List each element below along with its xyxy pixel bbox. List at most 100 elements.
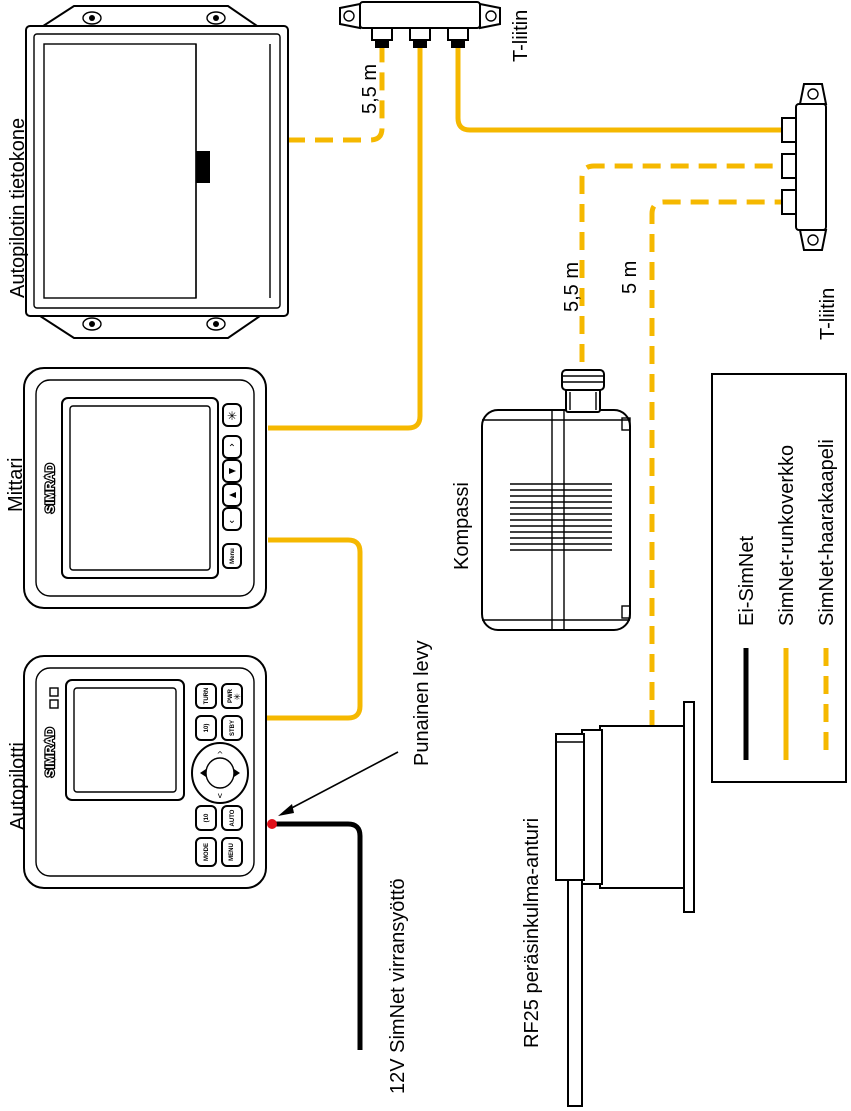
autopilot-bezel <box>35 667 255 877</box>
button-frame[interactable] <box>195 805 217 831</box>
t-plug <box>375 40 389 48</box>
t-port <box>409 27 431 41</box>
label-autopilot: Autopilotti <box>7 742 29 830</box>
power-cable <box>272 821 363 1050</box>
mount-slot <box>206 11 226 25</box>
display-logo: SIMRAD <box>42 462 58 515</box>
drop-cable-rudder-sensor <box>649 199 782 728</box>
arrow-right-icon <box>234 769 240 777</box>
t-port <box>781 189 797 215</box>
compass-unit <box>481 369 631 631</box>
drop-cable-computer <box>287 44 385 143</box>
chevron-up-icon: ^ <box>217 750 224 759</box>
display-unit: SIMRAD ✳ ⌃ ⌄ Menu <box>23 367 267 609</box>
labels: Autopilotin tietokone T-liitin 5,5 m T-l… <box>5 10 839 1094</box>
computer-inner-frame <box>33 33 281 309</box>
red-plate-dot <box>267 819 277 829</box>
t-port <box>371 27 393 41</box>
t-connector-top-ear-right <box>479 2 501 30</box>
t-connector-right <box>781 83 828 251</box>
autopilot-indicator <box>49 687 59 697</box>
t-connector-right-ear-bottom <box>798 229 828 251</box>
button-frame[interactable] <box>221 715 243 741</box>
auto-label: AUTO <box>230 809 236 826</box>
mount-hole <box>213 15 219 21</box>
star-icon: ✳ <box>227 409 237 423</box>
t-plug <box>413 40 427 48</box>
dpad-outer[interactable] <box>191 742 249 804</box>
label-t-connector-right: T-liitin <box>817 288 839 340</box>
mount-slot <box>206 317 226 331</box>
display-logo-text: SIMRAD <box>43 463 57 513</box>
compass-mount-tab <box>621 605 631 619</box>
computer-mount-slots <box>82 11 226 331</box>
mode-label: MODE <box>204 843 210 861</box>
backbone-cable-t-connectors <box>455 44 782 133</box>
chevron-down-icon: ⌄ <box>228 515 236 526</box>
autopilot-button-ten-left[interactable]: (10 <box>195 805 217 831</box>
mount-slot <box>82 317 102 331</box>
legend-item-non-simnet: Ei-SimNet <box>736 536 758 626</box>
display-bezel <box>35 379 255 597</box>
pwr-label: PWR <box>228 688 234 703</box>
chevron-up-icon: ⌃ <box>228 443 236 454</box>
mount-slot <box>82 11 102 25</box>
autopilot-button-turn[interactable]: TURN <box>195 683 217 709</box>
autopilot-logo: SIMRAD <box>42 726 58 779</box>
display-button-star[interactable] <box>222 403 242 427</box>
label-autopilot-computer: Autopilotin tietokone <box>7 118 29 298</box>
turn-label: TURN <box>204 688 210 705</box>
autopilot-button-pwr[interactable]: PWR ✳ <box>221 683 243 709</box>
label-cable-5m: 5 m <box>619 261 641 294</box>
arrow-left-icon <box>229 492 236 498</box>
label-cable-5-5m-top: 5,5 m <box>359 64 381 114</box>
display-button-up[interactable] <box>222 435 242 459</box>
label-power-supply: 12V SimNet virransyöttö <box>387 878 409 1094</box>
arrow-right-icon <box>229 468 236 474</box>
screw-hole <box>807 234 819 246</box>
screw-hole <box>485 10 497 22</box>
compass-mount-tab <box>621 417 631 431</box>
autopilot-dpad[interactable]: ^ v <box>191 742 249 804</box>
button-frame[interactable] <box>195 837 217 867</box>
autopilot-button-ten-right[interactable]: 10) <box>195 715 217 741</box>
arrow-left-icon <box>200 769 206 777</box>
compass-vent-grille <box>510 483 612 551</box>
drop-cable-compass <box>579 163 782 362</box>
menu-label: MENU <box>229 843 235 861</box>
autopilot-screen-frame <box>65 679 185 801</box>
button-frame[interactable] <box>195 683 217 709</box>
red-plate-arrowhead <box>278 804 294 816</box>
label-display: Mittari <box>5 458 27 512</box>
t-connector-top <box>339 1 501 48</box>
compass-gland-nut <box>561 369 605 391</box>
label-cable-5-5m-compass: 5,5 m <box>561 262 583 312</box>
display-menu-label: Menu <box>230 548 236 564</box>
mount-hole <box>89 15 95 21</box>
autopilot-button-stby[interactable]: STBY <box>221 715 243 741</box>
button-frame[interactable] <box>221 837 243 867</box>
ten-left-label: (10 <box>204 813 210 822</box>
display-button-down[interactable] <box>222 507 242 531</box>
button-frame[interactable] <box>195 715 217 741</box>
label-compass: Kompassi <box>451 482 473 570</box>
mount-hole <box>213 321 219 327</box>
computer-housing <box>25 25 289 317</box>
legend: Ei-SimNet SimNet-runkoverkko SimNet-haar… <box>711 373 847 783</box>
display-button-menu[interactable] <box>222 543 242 569</box>
t-plug <box>451 40 465 48</box>
autopilot-screen <box>73 687 177 793</box>
display-screen <box>69 405 211 571</box>
rudder-sensor-unit <box>555 701 695 1107</box>
autopilot-button-menu[interactable]: MENU <box>221 837 243 867</box>
chevron-down-icon: v <box>218 791 223 800</box>
autopilot-logo-text: SIMRAD <box>43 727 57 777</box>
rudder-sensor-shaft <box>567 879 583 1107</box>
button-frame[interactable] <box>221 805 243 831</box>
ten-right-label: 10) <box>204 724 210 733</box>
autopilot-button-auto[interactable]: AUTO <box>221 805 243 831</box>
autopilot-button-mode[interactable]: MODE <box>195 837 217 867</box>
button-frame[interactable] <box>221 683 243 709</box>
display-menu-text: Menu <box>230 548 236 564</box>
